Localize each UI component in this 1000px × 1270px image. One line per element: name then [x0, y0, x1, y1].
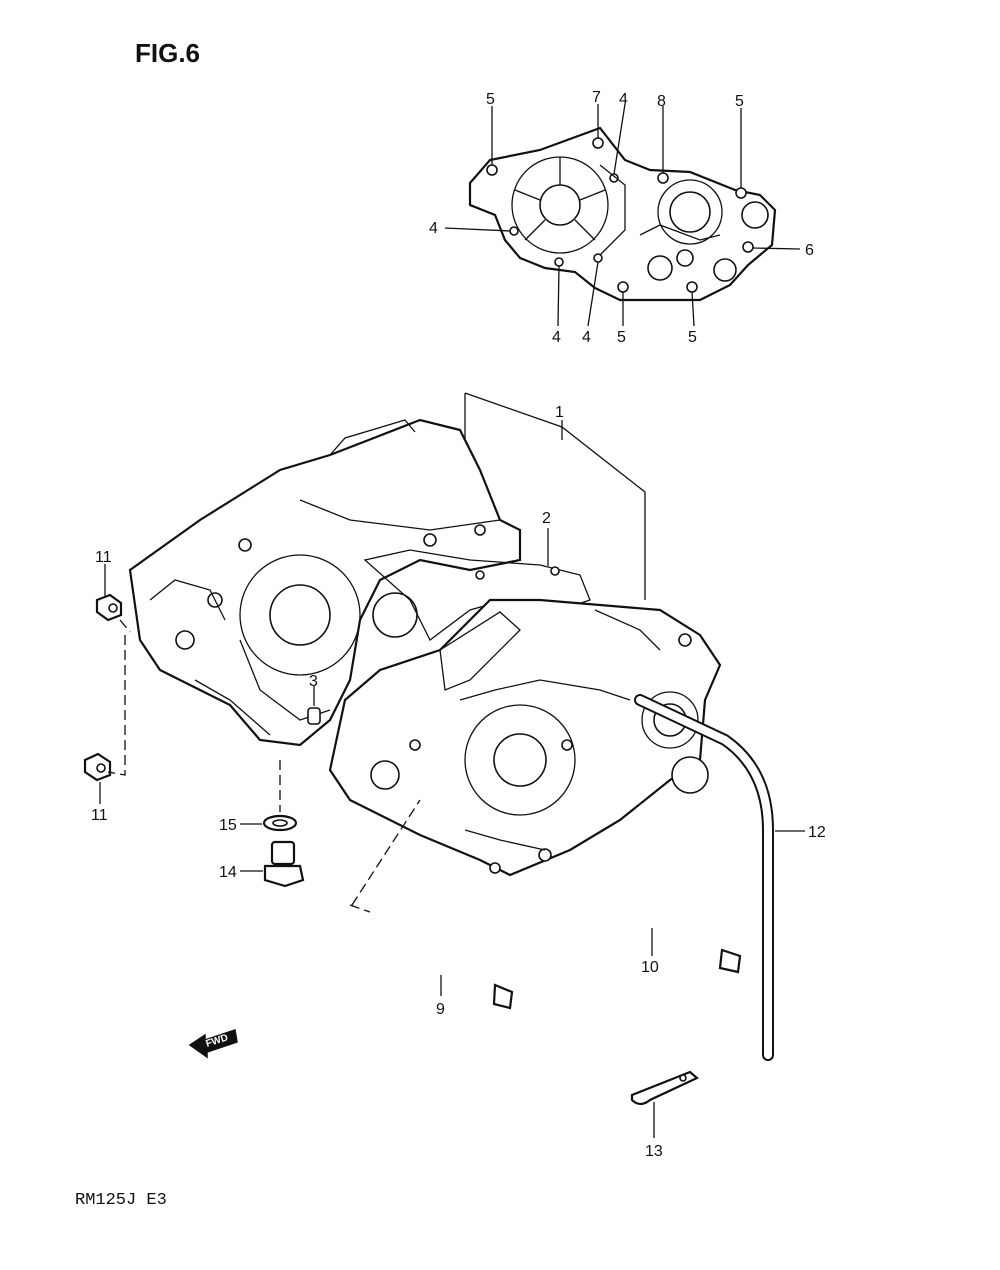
callout-6: 6: [805, 242, 814, 259]
callout-4: 4: [619, 91, 628, 108]
leader-line: [613, 103, 626, 175]
drain-plug-14: [263, 840, 305, 888]
crankcase-mating-face-view: [468, 126, 777, 302]
nut-11-lower: [83, 752, 112, 804]
callout-1: 1: [555, 404, 564, 421]
callout-11: 11: [95, 549, 112, 566]
figure-title: FIG.6: [135, 38, 200, 68]
callout-13: 13: [645, 1143, 663, 1160]
nut-11-upper: [95, 564, 123, 622]
callout-5: 5: [486, 91, 495, 108]
callout-5: 5: [617, 329, 626, 346]
callout-4: 4: [582, 329, 591, 346]
callout-9: 9: [436, 1001, 445, 1018]
leader-line: [444, 227, 511, 232]
callout-14: 14: [219, 864, 237, 881]
leader-line: [752, 247, 801, 250]
dowel-pin-3: [307, 686, 321, 725]
callout-4: 4: [552, 329, 561, 346]
callout-2: 2: [542, 510, 551, 527]
leader-line: [349, 799, 421, 913]
bolt-9: [377, 927, 514, 1010]
callout-3: 3: [309, 673, 318, 690]
callout-10: 10: [641, 959, 659, 976]
left-crankcase-half: [128, 418, 522, 747]
leader-line: [464, 392, 646, 600]
callout-15: 15: [219, 817, 237, 834]
right-crankcase-half: [328, 598, 722, 877]
callout-11: 11: [91, 807, 108, 824]
callout-7: 7: [592, 89, 601, 106]
clamp-13: [630, 1070, 700, 1138]
bolt-10: [553, 863, 742, 974]
leader-line: [691, 291, 695, 327]
leader-line: [557, 265, 560, 327]
leader-line: [107, 619, 131, 776]
breather-hose-12: [634, 694, 805, 1061]
callout-12: 12: [808, 824, 826, 841]
callout-5: 5: [735, 93, 744, 110]
washer-15: [262, 814, 298, 832]
model-code: RM125J E3: [75, 1191, 167, 1210]
callout-5: 5: [688, 329, 697, 346]
callout-4: 4: [429, 220, 438, 237]
leader-line: [587, 261, 599, 327]
callout-8: 8: [657, 93, 666, 110]
forward-direction-arrow-icon: FWD: [188, 1029, 238, 1059]
